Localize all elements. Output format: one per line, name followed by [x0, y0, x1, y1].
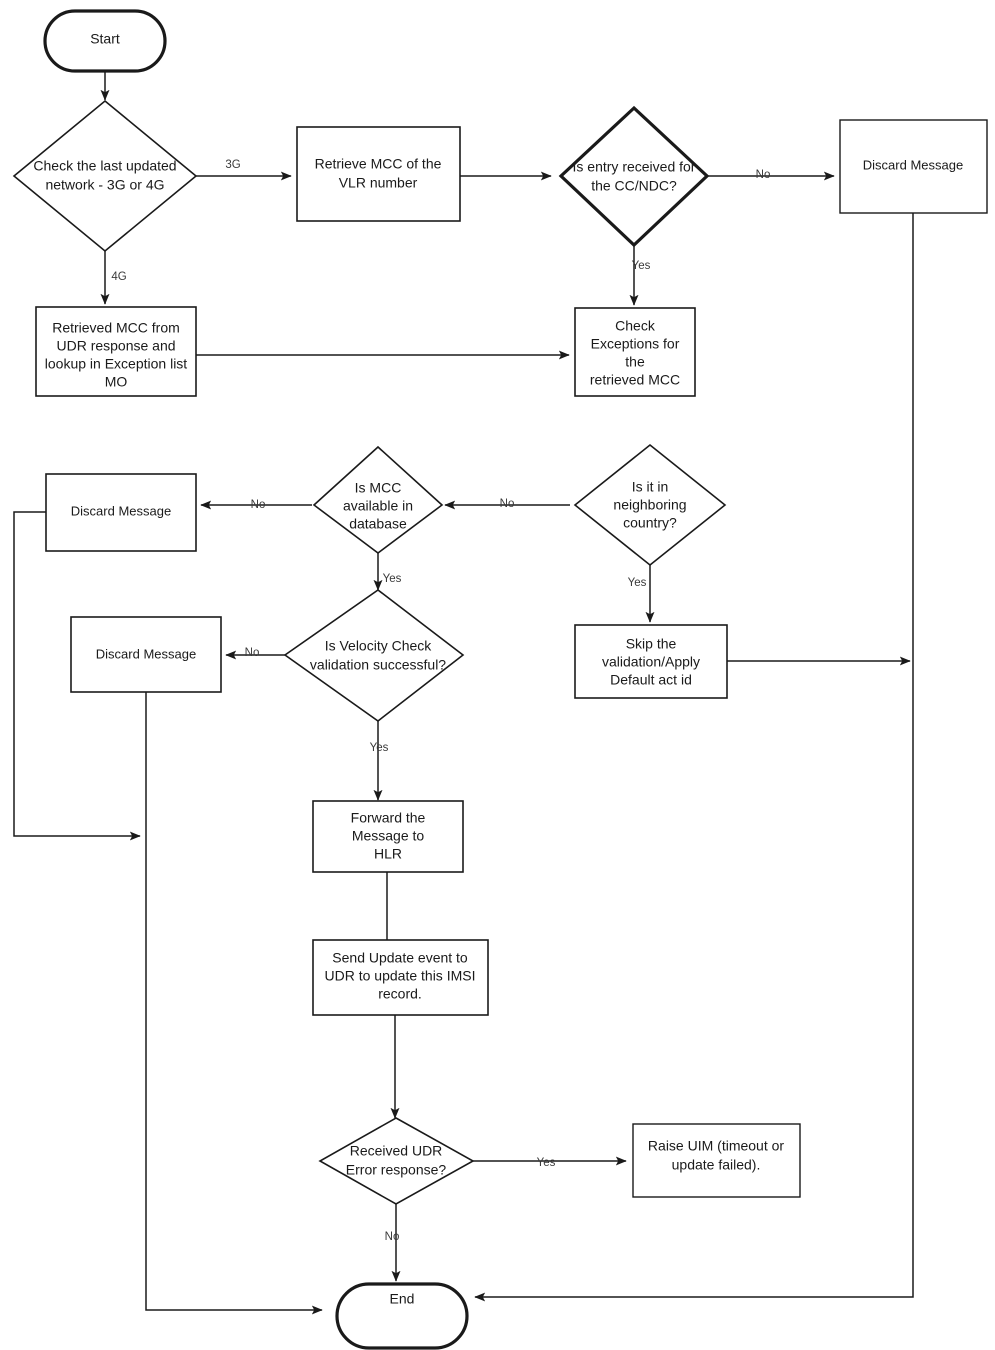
edges-layer [13, 72, 914, 1315]
node-udr-error-label-line2: Error response? [346, 1162, 447, 1178]
edge-label-udr-error-yes: Yes [537, 1157, 556, 1169]
node-retrieve-mcc-vlr-label-line1: Retrieve MCC of the [315, 156, 442, 172]
node-forward-hlr-label-line1: Forward the [351, 810, 426, 826]
node-forward-hlr-label-line2: Message to [352, 828, 425, 844]
edge-labels-layer: 3G 4G No Yes No Yes No Yes No Yes Yes No [111, 159, 770, 1243]
edge-label-mcc-yes: Yes [383, 573, 402, 585]
edge-discard-lower-to-end [145, 692, 323, 1315]
node-discard-top-label: Discard Message [863, 157, 963, 172]
edge-label-3g: 3G [225, 159, 240, 171]
node-retrieve-mcc-vlr[interactable]: Retrieve MCC of the VLR number [296, 126, 461, 222]
node-retrieved-mcc-udr[interactable]: Retrieved MCC from UDR response and look… [35, 306, 197, 397]
node-check-network-label-line1: Check the last updated [33, 158, 176, 174]
edge-discard-mid-to-end-rail [13, 511, 141, 841]
node-end-label: End [390, 1291, 415, 1307]
node-end[interactable]: End [335, 1282, 469, 1350]
edge-label-udr-error-no: No [385, 1231, 400, 1243]
edge-label-velocity-no: No [245, 647, 260, 659]
node-send-update-udr-label-line2: UDR to update this IMSI [325, 968, 476, 984]
node-udr-error-label-line1: Received UDR [350, 1143, 443, 1159]
node-check-exceptions-label-line1: Check [615, 318, 656, 334]
node-check-exceptions-label-line4: retrieved MCC [590, 372, 680, 388]
node-start-label: Start [90, 31, 120, 47]
node-send-update-udr-label-line1: Send Update event to [332, 950, 468, 966]
node-check-exceptions[interactable]: Check Exceptions for the retrieved MCC [574, 307, 696, 397]
node-start[interactable]: Start [43, 9, 167, 73]
node-velocity-check-label-line2: validation successful? [310, 657, 446, 673]
edge-label-neighbor-no: No [500, 498, 515, 510]
node-velocity-check[interactable]: Is Velocity Check validation successful? [283, 589, 465, 722]
node-raise-uim-label-line2: update failed). [672, 1157, 761, 1173]
node-raise-uim-label-line1: Raise UIM (timeout or [648, 1138, 784, 1154]
node-forward-hlr-label-line3: HLR [374, 846, 402, 862]
node-entry-cc-ndc[interactable]: Is entry received for the CC/NDC? [558, 105, 710, 248]
node-neighboring-country-label-line2: neighboring [613, 497, 686, 513]
node-raise-uim[interactable]: Raise UIM (timeout or update failed). [632, 1123, 801, 1198]
edge-label-velocity-yes: Yes [370, 742, 389, 754]
node-entry-cc-ndc-label-line2: the CC/NDC? [591, 178, 677, 194]
edge-label-mcc-no: No [251, 499, 266, 511]
node-check-network[interactable]: Check the last updated network - 3G or 4… [12, 99, 198, 253]
node-skip-validation-label-line1: Skip the [626, 636, 677, 652]
node-entry-cc-ndc-label-line1: Is entry received for [573, 159, 696, 175]
node-udr-error[interactable]: Received UDR Error response? [318, 1117, 475, 1205]
node-mcc-in-db-label-line1: Is MCC [355, 480, 402, 496]
node-send-update-udr[interactable]: Send Update event to UDR to update this … [312, 939, 489, 1016]
edge-label-4g: 4G [111, 271, 126, 283]
node-check-exceptions-label-line3: the [625, 354, 645, 370]
edge-label-neighbor-yes: Yes [628, 577, 647, 589]
node-discard-mid-label: Discard Message [71, 503, 171, 518]
node-velocity-check-label-line1: Is Velocity Check [325, 638, 433, 654]
node-mcc-in-db-label-line3: database [349, 516, 407, 532]
node-discard-lower-label: Discard Message [96, 646, 196, 661]
node-mcc-in-db[interactable]: Is MCC available in database [312, 445, 444, 554]
node-retrieved-mcc-udr-label-line4: MO [105, 374, 128, 390]
node-discard-top[interactable]: Discard Message [839, 119, 988, 214]
edge-discard-top-to-end [474, 213, 914, 1302]
edge-label-ccndc-no: No [756, 169, 771, 181]
node-retrieve-mcc-vlr-label-line2: VLR number [339, 175, 418, 191]
node-skip-validation-label-line2: validation/Apply [602, 654, 700, 670]
node-skip-validation-label-line3: Default act id [610, 672, 692, 688]
node-retrieved-mcc-udr-label-line1: Retrieved MCC from [52, 320, 180, 336]
node-neighboring-country[interactable]: Is it in neighboring country? [573, 443, 727, 567]
node-discard-lower[interactable]: Discard Message [70, 616, 222, 693]
node-neighboring-country-label-line3: country? [623, 515, 677, 531]
node-send-update-udr-label-line3: record. [378, 986, 422, 1002]
node-forward-hlr[interactable]: Forward the Message to HLR [312, 800, 464, 873]
node-check-exceptions-label-line2: Exceptions for [591, 336, 680, 352]
node-neighboring-country-label-line1: Is it in [632, 479, 669, 495]
node-skip-validation[interactable]: Skip the validation/Apply Default act id [574, 624, 728, 699]
edge-label-ccndc-yes: Yes [632, 260, 651, 272]
node-retrieved-mcc-udr-label-line2: UDR response and [56, 338, 175, 354]
node-mcc-in-db-label-line2: available in [343, 498, 413, 514]
node-retrieved-mcc-udr-label-line3: lookup in Exception list [45, 356, 188, 372]
node-discard-mid[interactable]: Discard Message [45, 473, 197, 552]
node-check-network-label-line2: network - 3G or 4G [45, 177, 164, 193]
